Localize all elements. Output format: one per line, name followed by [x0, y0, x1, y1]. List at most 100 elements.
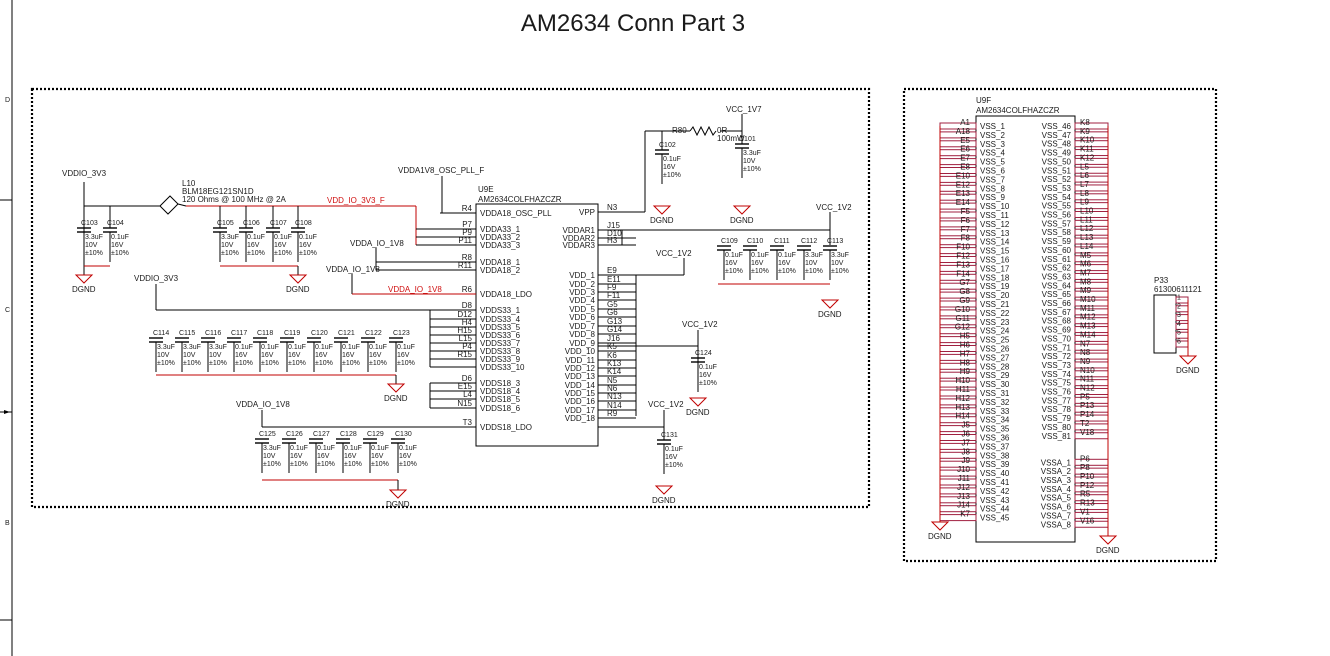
sheet-frame: D C B [0, 0, 13, 656]
cap-voltage: 16V [315, 352, 328, 359]
p33-pin-2: 2 [1175, 303, 1189, 313]
cap-voltage: 16V [274, 242, 287, 249]
sheet-title: AM2634 Conn Part 3 [521, 10, 745, 37]
u9f-pin-name: VSS_26 [980, 345, 1010, 354]
cap-ref: C117 [231, 330, 247, 337]
resistor-r80[interactable]: R80 0R 100mW [672, 126, 745, 143]
u9f-ball-label: J14 [957, 501, 970, 510]
cap-tolerance: ±10% [778, 268, 796, 275]
u9f-pin-name: VSS_60 [1042, 246, 1072, 255]
u9e-pin-name: VDD_11 [565, 356, 595, 365]
u9e-ball-label: J16 [607, 334, 620, 343]
u9f-pin-name: VSS_47 [1042, 131, 1072, 140]
u9e-pin-name: VDDA18_1 [480, 258, 521, 267]
u9f-pin-name: VSS_62 [1042, 264, 1072, 273]
u9f-pin-name: VSS_81 [1042, 432, 1072, 441]
cap-ref: C120 [311, 330, 328, 337]
ferrite-bead-l10[interactable]: L10 BLM18EG121SN1D 120 Ohms @ 100 MHz @ … [159, 179, 287, 215]
cap-value: 0.1uF [751, 252, 769, 259]
u9f-pin-name: VSS_24 [980, 327, 1010, 336]
u9f-pin-name: VSS_36 [980, 434, 1010, 443]
l10-part: BLM18EG121SN1D [182, 187, 254, 196]
u9e-symbol[interactable]: U9E AM2634COLFHAZCZR R4VDDA18_OSC_PLLP7V… [440, 185, 636, 447]
cap-tolerance: ±10% [805, 268, 823, 275]
u9f-ball-label: J8 [962, 447, 971, 456]
net-vdda-io-1v8-bottom: VDDA_IO_1V8 [236, 400, 290, 409]
u9e-pin-name: VDD_12 [565, 364, 596, 373]
u9f-ball-label: H5 [960, 332, 971, 341]
u9e-ball-label: N6 [607, 384, 618, 393]
cap-value: 3.3uF [157, 344, 175, 351]
u9f-pin-name: VSS_16 [980, 256, 1010, 265]
cap-voltage: 16V [665, 454, 678, 461]
u9e-ball-label: P9 [462, 228, 472, 237]
u9f-ball-label: M7 [1080, 268, 1092, 277]
u9f-ball-label: P13 [1080, 401, 1095, 410]
u9f-pin-name: VSSA_7 [1041, 511, 1072, 520]
u9f-ball-label: F13 [956, 260, 970, 269]
u9f-pin-name: VSS_59 [1042, 237, 1072, 246]
u9e-pin-name: VDDA33_2 [480, 233, 521, 242]
cap-ref: C104 [107, 220, 124, 227]
u9f-pin-name: VSS_10 [980, 202, 1010, 211]
u9f-pin-name: VSS_80 [1042, 423, 1072, 432]
u9f-ball-label: R5 [1080, 490, 1091, 499]
u9f-ball-label: F10 [956, 243, 970, 252]
cap-ref: C119 [284, 330, 300, 337]
r80-ref: R80 [672, 126, 687, 135]
u9f-ball-label: H6 [960, 341, 971, 350]
u9e-pin-name: VDDA33_3 [480, 241, 521, 250]
cap-voltage: 16V [778, 260, 791, 267]
u9f-ball-label: F7 [961, 225, 971, 234]
u9f-pin-name: VSS_77 [1042, 396, 1072, 405]
cap-tolerance: ±10% [699, 380, 717, 387]
u9e-pin-name: VDDS18_LDO [480, 423, 532, 432]
cap-ref: C105 [217, 220, 234, 227]
u9e-ball-label: D12 [457, 310, 472, 319]
cap-value: 0.1uF [663, 156, 681, 163]
cap-voltage: 16V [751, 260, 764, 267]
u9f-ball-label: M13 [1080, 322, 1096, 331]
u9f-pin-name: VSS_52 [1042, 175, 1072, 184]
cap-value: 0.1uF [369, 344, 387, 351]
cap-voltage: 16V [663, 164, 676, 171]
cap-voltage: 16V [342, 352, 355, 359]
u9f-pin-name: VSS_30 [980, 380, 1010, 389]
u9f-pin-name: VSS_37 [980, 442, 1010, 451]
u9f-pin-name: VSS_57 [1042, 219, 1072, 228]
cap-ref: C129 [367, 431, 384, 438]
